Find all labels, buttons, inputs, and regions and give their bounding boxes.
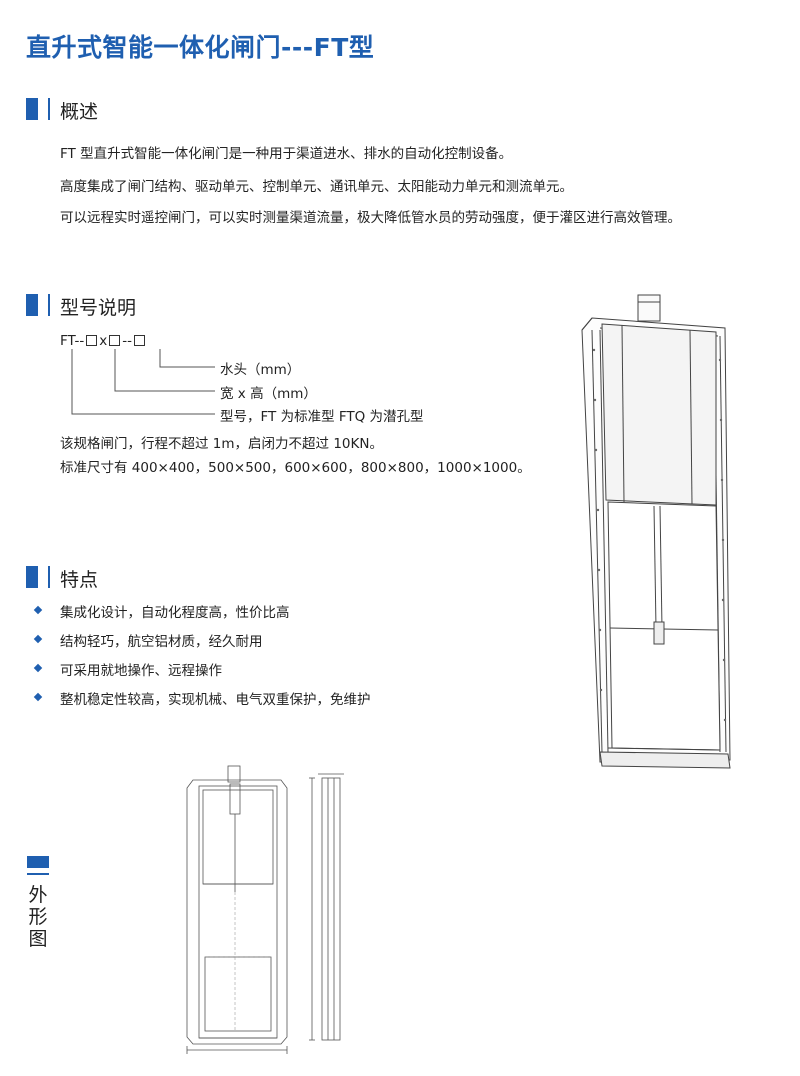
- appearance-heading-char: 外: [28, 884, 48, 906]
- page-title: 直升式智能一体化闸门---FT型: [26, 33, 375, 62]
- label-type: 型号，FT 为标准型 FTQ 为潜孔型: [220, 409, 424, 425]
- label-head: 水头（mm）: [220, 362, 301, 378]
- model-code-x: x: [99, 333, 108, 349]
- model-note-1: 该规格闸门，行程不超过 1m，启闭力不超过 10KN。: [60, 436, 383, 452]
- model-code-prefix: FT--: [60, 333, 85, 349]
- bullet-diamond-icon: [33, 692, 43, 702]
- bullet-diamond-icon: [33, 634, 43, 644]
- section-marker: [26, 98, 38, 120]
- appearance-heading-char: 图: [28, 928, 48, 950]
- features-heading: 特点: [60, 569, 99, 591]
- section-marker: [27, 856, 49, 868]
- placeholder-box: [134, 335, 146, 346]
- placeholder-box: [86, 335, 98, 346]
- model-heading: 型号说明: [60, 297, 137, 319]
- overview-line-1: FT 型直升式智能一体化闸门是一种用于渠道进水、排水的自动化控制设备。: [60, 146, 513, 162]
- appearance-heading-char: 形: [28, 906, 48, 928]
- gate-3d-illustration: [581, 294, 731, 769]
- feature-item: 集成化设计，自动化程度高，性价比高: [60, 605, 290, 621]
- section-marker-line: [27, 873, 49, 875]
- section-marker: [26, 566, 38, 588]
- appearance-heading: 外 形 图: [27, 884, 49, 950]
- bullet-diamond-icon: [33, 663, 43, 673]
- section-marker-line: [48, 98, 50, 120]
- label-size: 宽 x 高（mm）: [220, 386, 317, 402]
- model-code-dash: --: [122, 333, 133, 349]
- overview-line-2: 高度集成了闸门结构、驱动单元、控制单元、通讯单元、太阳能动力单元和测流单元。: [60, 179, 573, 195]
- overview-heading: 概述: [60, 101, 99, 123]
- bullet-diamond-icon: [33, 605, 43, 615]
- placeholder-box: [109, 335, 121, 346]
- section-marker-line: [48, 566, 50, 588]
- section-marker-line: [48, 294, 50, 316]
- feature-item: 整机稳定性较高，实现机械、电气双重保护，免维护: [60, 692, 371, 708]
- section-marker: [26, 294, 38, 316]
- feature-item: 结构轻巧，航空铝材质，经久耐用: [60, 634, 263, 650]
- model-bracket-lines: [71, 349, 215, 415]
- model-code: FT-- x --: [60, 333, 147, 349]
- overview-line-3: 可以远程实时遥控闸门，可以实时测量渠道流量，极大降低管水员的劳动强度，便于灌区进…: [60, 210, 681, 226]
- model-note-2: 标准尺寸有 400×400，500×500，600×600，800×800，10…: [60, 460, 531, 476]
- gate-front-view-drawing: [186, 765, 288, 1054]
- gate-side-view-drawing: [309, 773, 344, 1041]
- feature-item: 可采用就地操作、远程操作: [60, 663, 222, 679]
